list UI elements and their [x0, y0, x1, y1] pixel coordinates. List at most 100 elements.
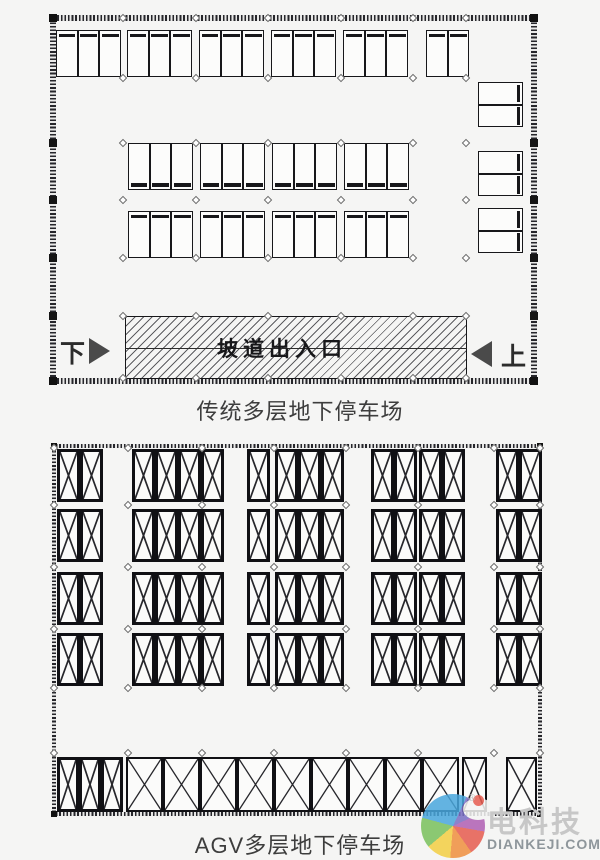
parking-slot-x [247, 449, 270, 502]
parking-slot-x [57, 449, 80, 502]
parking-stall [99, 30, 122, 77]
column-marker-diamond [123, 624, 133, 634]
ramp-down-label: 下 [60, 340, 86, 368]
column-marker-diamond [461, 138, 471, 148]
parking-slot-x [442, 633, 465, 686]
column-marker-diamond [118, 73, 128, 83]
parking-stall [77, 30, 100, 77]
parking-slot-x [419, 509, 442, 562]
stall-head-mark [389, 214, 407, 218]
stall-head-mark [368, 214, 385, 218]
wall-corner-marker [537, 811, 543, 817]
column-marker-diamond [197, 748, 207, 758]
column-marker-diamond [341, 562, 351, 572]
parking-stall [314, 30, 337, 77]
parking-stall [128, 211, 150, 258]
column-marker-diamond [118, 253, 128, 263]
wall-corner-marker [49, 14, 57, 22]
parking-slot-x [201, 509, 224, 562]
column-marker-diamond [123, 562, 133, 572]
wall-column-marker [49, 312, 57, 320]
parking-slot-x [298, 572, 321, 625]
stall-head-mark [202, 183, 220, 187]
parking-slot-x [178, 572, 201, 625]
wall-column-marker [530, 196, 538, 204]
parking-slot-x [155, 509, 178, 562]
parking-stall [386, 30, 409, 77]
parking-slot-x [321, 509, 344, 562]
column-marker-diamond [461, 195, 471, 205]
parking-slot-x [519, 633, 542, 686]
parking-slot-x [79, 757, 101, 812]
column-marker-diamond [197, 500, 207, 510]
parking-stall [271, 30, 293, 77]
parking-slot-x [155, 572, 178, 625]
parking-slot-x [80, 633, 103, 686]
parking-stall [426, 30, 448, 77]
stall-head-mark [296, 214, 313, 218]
parking-slot-x [311, 757, 348, 812]
column-marker-diamond [269, 500, 279, 510]
ramp-up-label: 上 [501, 343, 527, 371]
stall-head-mark [389, 183, 407, 187]
stall-head-mark [316, 33, 334, 37]
parking-slot-x [57, 509, 80, 562]
stall-head-mark [346, 214, 364, 218]
column-marker-diamond [413, 562, 423, 572]
parking-stall [344, 143, 366, 190]
stall-head-mark [80, 33, 97, 37]
column-marker-diamond [263, 195, 273, 205]
stall-head-mark [173, 183, 191, 187]
parking-stall [200, 143, 222, 190]
column-marker-diamond [118, 195, 128, 205]
stall-head-mark [273, 33, 291, 37]
column-marker-diamond [269, 562, 279, 572]
parking-slot-x [178, 509, 201, 562]
stall-head-mark [296, 183, 313, 187]
parking-stall [364, 30, 387, 77]
caption-traditional-parking: 传统多层地下停车场 [196, 399, 404, 424]
parking-stall [171, 211, 194, 258]
parking-stall [243, 211, 266, 258]
parking-slot-x [201, 572, 224, 625]
parking-slot-x [274, 757, 311, 812]
wall-corner-marker [530, 14, 538, 22]
stall-head-mark [516, 107, 520, 125]
parking-slot-x [419, 633, 442, 686]
parking-stall [148, 30, 171, 77]
parking-slot-x [275, 509, 298, 562]
column-marker-diamond [269, 624, 279, 634]
parking-slot-x [132, 633, 155, 686]
column-marker-diamond [489, 624, 499, 634]
stall-head-mark [450, 33, 467, 37]
parking-slot-x [155, 633, 178, 686]
parking-stall [199, 30, 221, 77]
stall-head-mark [274, 183, 292, 187]
parking-slot-x [163, 757, 200, 812]
column-marker-diamond [341, 748, 351, 758]
parking-stall [365, 211, 388, 258]
parking-stall [344, 211, 366, 258]
parking-slot-x [506, 757, 537, 812]
left-arrow-icon [471, 341, 492, 367]
parking-stall [387, 211, 410, 258]
column-marker-diamond [408, 195, 418, 205]
stall-head-mark [152, 183, 169, 187]
parking-slot-x [101, 757, 123, 812]
parking-stall [447, 30, 470, 77]
wall-bottom [50, 378, 537, 384]
parking-slot-x [519, 509, 542, 562]
parking-slot-x [321, 572, 344, 625]
column-marker-diamond [408, 73, 418, 83]
stall-head-mark [202, 214, 220, 218]
parking-slot-x [57, 757, 79, 812]
wall-top [50, 15, 537, 21]
parking-stall-side [478, 208, 523, 231]
column-marker-diamond [269, 748, 279, 758]
column-marker-diamond [408, 253, 418, 263]
parking-slot-x [298, 633, 321, 686]
stall-head-mark [151, 33, 168, 37]
parking-stall [200, 211, 222, 258]
parking-slot-x [371, 509, 394, 562]
parking-slot-x [394, 449, 417, 502]
